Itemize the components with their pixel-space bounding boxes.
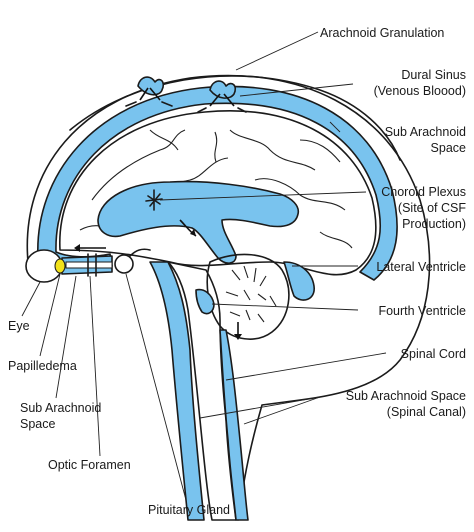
label-eye: Eye: [8, 319, 30, 333]
posterior-csf-space: [283, 261, 315, 301]
label-sub-arachnoid-space: Sub Arachnoid: [385, 125, 466, 139]
fourth-ventricle: [195, 288, 215, 315]
label-optic-sub-arachnoid: Sub Arachnoid: [20, 401, 101, 415]
label-choroid-plexus-3: Production): [402, 217, 466, 231]
label-optic-foramen: Optic Foramen: [48, 458, 131, 472]
label-optic-sub-arachnoid-2: Space: [20, 417, 55, 431]
dural-sinus: [69, 75, 401, 161]
label-choroid-plexus-2: (Site of CSF: [398, 201, 466, 215]
arachnoid-granulation-right: [197, 80, 247, 113]
label-arachnoid-granulation: Arachnoid Granulation: [320, 26, 444, 40]
optic-arrowhead: [74, 244, 80, 252]
leader-lines: [21, 31, 387, 501]
label-spinal-cord: Spinal Cord: [401, 347, 466, 361]
spinal-subarachnoid-space: [149, 261, 205, 521]
choroid-plexus-star: [145, 189, 163, 211]
papilledema-disc: [54, 258, 66, 274]
label-dural-sinus-sub: (Venous Bloood): [374, 84, 466, 98]
label-spinal-canal: (Spinal Canal): [387, 405, 466, 419]
pituitary-gland: [114, 254, 134, 274]
label-papilledema: Papilledema: [8, 359, 77, 373]
label-fourth-ventricle: Fourth Ventricle: [378, 304, 466, 318]
label-choroid-plexus: Choroid Plexus: [381, 185, 466, 199]
skull-outline: [26, 74, 431, 521]
arachnoid-granulation-left: [125, 76, 173, 107]
spinal-arrowhead: [234, 334, 242, 340]
optic-foramen-ring: [87, 253, 97, 277]
ventricle-arrowhead: [190, 229, 196, 236]
lateral-ventricle: [97, 180, 300, 264]
cerebellum-arbor-vitae: [225, 265, 277, 323]
spinal-subarachnoid-space-posterior: [219, 329, 249, 521]
label-dural-sinus: Dural Sinus: [401, 68, 466, 82]
label-lateral-ventricle: Lateral Ventricle: [376, 260, 466, 274]
pituitary-stalk: [129, 248, 151, 257]
label-sub-arachnoid-space-2: Space: [431, 141, 466, 155]
label-pituitary-gland: Pituitary Gland: [148, 503, 230, 517]
label-spinal-subarachnoid-space: Sub Arachnoid Space: [346, 389, 466, 403]
optic-nerve: [65, 261, 113, 269]
